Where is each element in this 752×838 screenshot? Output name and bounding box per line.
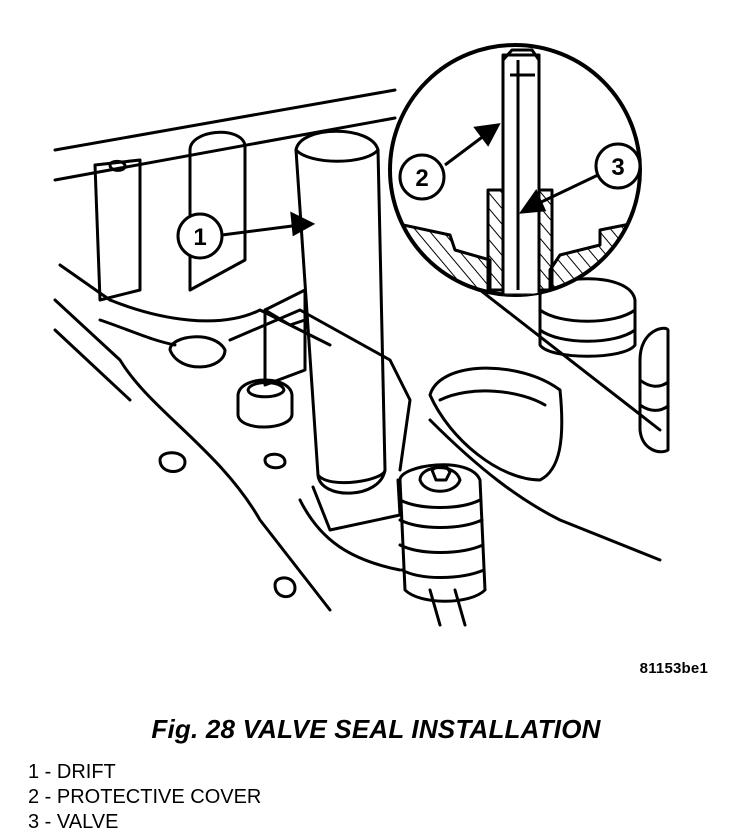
callout-number: 2 bbox=[415, 165, 428, 192]
callout-3: 3 bbox=[594, 142, 642, 190]
callout-1: 1 bbox=[176, 212, 224, 260]
callout-number: 3 bbox=[611, 154, 624, 181]
arrow-head-2 bbox=[473, 123, 501, 147]
legend-item-drift: 1 - DRIFT bbox=[28, 761, 116, 783]
figure-caption: Fig. 28 VALVE SEAL INSTALLATION bbox=[151, 714, 601, 744]
legend-item-protective-cover: 2 - PROTECTIVE COVER bbox=[28, 786, 262, 808]
arrow-head-1 bbox=[290, 211, 316, 237]
callout-number: 1 bbox=[193, 224, 206, 251]
leader-arrows bbox=[221, 123, 599, 237]
legend-item-valve: 3 - VALVE bbox=[28, 811, 119, 833]
cylinder-head-outline bbox=[53, 88, 670, 627]
legend-list: 1 - DRIFT 2 - PROTECTIVE COVER 3 - VALVE bbox=[28, 760, 261, 835]
valve-seal-diagram: 1 2 3 bbox=[53, 43, 670, 627]
callout-2: 2 bbox=[398, 153, 446, 201]
arrow-head-3 bbox=[518, 188, 547, 214]
image-reference-code: 81153be1 bbox=[639, 660, 708, 677]
diagram-artwork: 1 2 3 bbox=[53, 43, 670, 627]
